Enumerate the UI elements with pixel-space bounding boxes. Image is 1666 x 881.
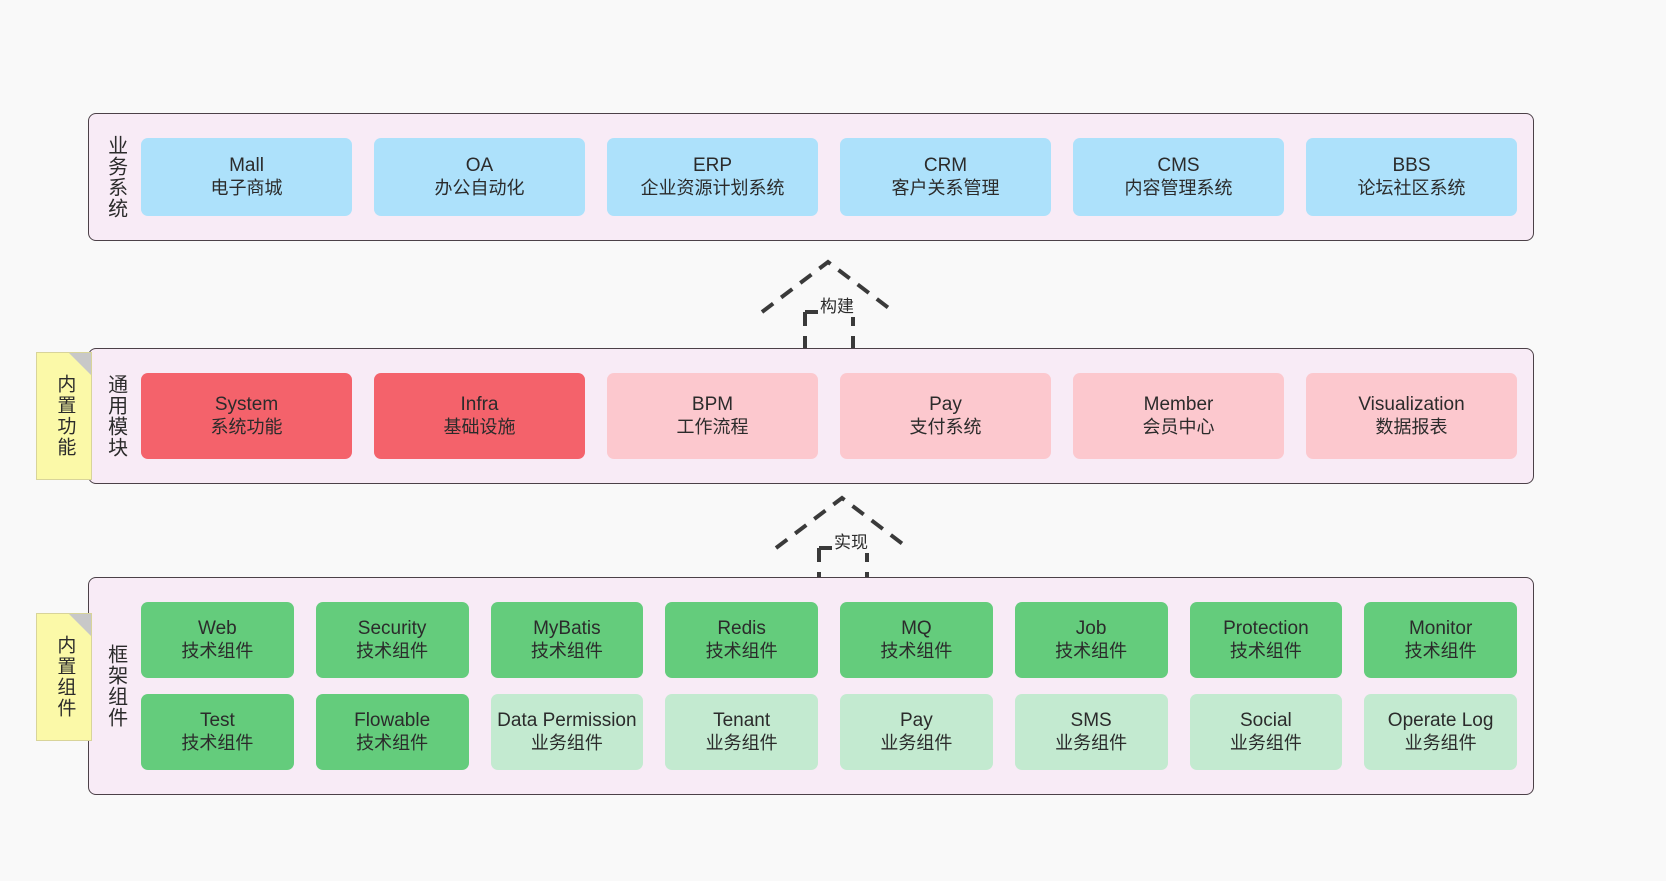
layer-framework-component: 框架组件 Web 技术组件 Security 技术组件 MyBatis 技术组件… — [88, 577, 1534, 795]
node-erp[interactable]: ERP 企业资源计划系统 — [607, 138, 818, 216]
note-builtin-components: 内置组件 — [36, 613, 92, 741]
component-flowable[interactable]: Flowable 技术组件 — [315, 694, 469, 770]
component-social[interactable]: Social 业务组件 — [1189, 694, 1343, 770]
component-sms[interactable]: SMS 业务组件 — [1014, 694, 1168, 770]
layer-title-framework: 框架组件 — [104, 644, 127, 728]
component-job[interactable]: Job 技术组件 — [1014, 602, 1168, 678]
note-fold-corner-icon — [69, 614, 91, 636]
connector-implement-label: 实现 — [832, 528, 870, 553]
component-data-permission[interactable]: Data Permission 业务组件 — [490, 694, 644, 770]
component-web[interactable]: Web 技术组件 — [141, 602, 294, 678]
framework-node-row-2: Test 技术组件 Flowable 技术组件 Data Permission … — [141, 694, 1517, 770]
business-node-row: Mall 电子商城 OA 办公自动化 ERP 企业资源计划系统 CRM 客户关系… — [141, 138, 1517, 216]
module-node-row: System 系统功能 Infra 基础设施 BPM 工作流程 Pay 支付系统… — [141, 373, 1517, 459]
component-tenant[interactable]: Tenant 业务组件 — [665, 694, 818, 770]
layer-common-module: 通用模块 System 系统功能 Infra 基础设施 BPM 工作流程 Pay — [88, 348, 1534, 484]
component-protection[interactable]: Protection 技术组件 — [1189, 602, 1343, 678]
component-monitor[interactable]: Monitor 技术组件 — [1364, 602, 1517, 678]
layer-body-business: Mall 电子商城 OA 办公自动化 ERP 企业资源计划系统 CRM 客户关系… — [141, 114, 1533, 240]
layer-business-system: 业务系统 Mall 电子商城 OA 办公自动化 ERP 企业资源计划系统 CRM — [88, 113, 1534, 241]
component-operate-log[interactable]: Operate Log 业务组件 — [1364, 694, 1517, 770]
layer-body-framework: Web 技术组件 Security 技术组件 MyBatis 技术组件 Redi… — [141, 578, 1533, 794]
layer-body-module: System 系统功能 Infra 基础设施 BPM 工作流程 Pay 支付系统… — [141, 349, 1533, 483]
note-builtin-features: 内置功能 — [36, 352, 92, 480]
module-visualization[interactable]: Visualization 数据报表 — [1306, 373, 1517, 459]
component-mybatis[interactable]: MyBatis 技术组件 — [490, 602, 644, 678]
node-oa[interactable]: OA 办公自动化 — [374, 138, 585, 216]
component-redis[interactable]: Redis 技术组件 — [665, 602, 818, 678]
connector-build-label: 构建 — [818, 292, 856, 317]
framework-node-row-1: Web 技术组件 Security 技术组件 MyBatis 技术组件 Redi… — [141, 602, 1517, 678]
component-security[interactable]: Security 技术组件 — [315, 602, 469, 678]
component-test[interactable]: Test 技术组件 — [141, 694, 294, 770]
component-pay[interactable]: Pay 业务组件 — [840, 694, 993, 770]
node-cms[interactable]: CMS 内容管理系统 — [1073, 138, 1284, 216]
node-bbs[interactable]: BBS 论坛社区系统 — [1306, 138, 1517, 216]
module-system[interactable]: System 系统功能 — [141, 373, 352, 459]
node-mall[interactable]: Mall 电子商城 — [141, 138, 352, 216]
module-bpm[interactable]: BPM 工作流程 — [607, 373, 818, 459]
note-fold-corner-icon — [69, 353, 91, 375]
module-infra[interactable]: Infra 基础设施 — [374, 373, 585, 459]
component-mq[interactable]: MQ 技术组件 — [840, 602, 993, 678]
module-pay[interactable]: Pay 支付系统 — [840, 373, 1051, 459]
layer-title-business: 业务系统 — [104, 135, 127, 219]
node-crm[interactable]: CRM 客户关系管理 — [840, 138, 1051, 216]
module-member[interactable]: Member 会员中心 — [1073, 373, 1284, 459]
layer-title-module: 通用模块 — [104, 374, 127, 458]
